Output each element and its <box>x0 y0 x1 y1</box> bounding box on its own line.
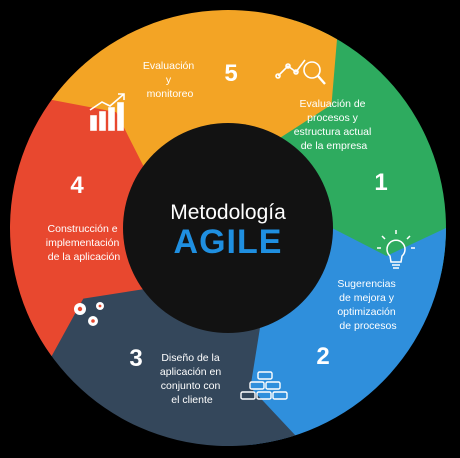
segment-5 <box>51 9 337 167</box>
step-1-number: 1 <box>374 169 387 196</box>
step-3-label: Diseño de la aplicación en conjunto con … <box>160 352 224 406</box>
step-3: Diseño de la aplicación en conjunto con … <box>129 345 288 406</box>
segment-2 <box>216 228 446 445</box>
step-5-label: Evaluación y monitoreo <box>143 60 197 100</box>
step-5: Evaluación y monitoreo 5 <box>89 60 238 131</box>
step-2: Sugerencias de mejora y optimización de … <box>316 230 415 370</box>
growth-chart-icon <box>89 93 125 131</box>
step-5-number: 5 <box>224 60 237 87</box>
segment-3 <box>28 266 296 446</box>
step-2-label: Sugerencias de mejora y optimización de … <box>337 278 398 332</box>
step-4-number: 4 <box>70 172 84 199</box>
step-3-number: 3 <box>129 345 142 372</box>
step-4-label: Construcción e implementación de la apli… <box>46 223 122 263</box>
step-1-label: Evaluación de procesos y estructura actu… <box>294 98 375 152</box>
center-title: Metodología <box>170 201 286 224</box>
step-4: Construcción e implementación de la apli… <box>46 172 122 326</box>
step-1: Evaluación de procesos y estructura actu… <box>275 59 388 196</box>
center-hub <box>123 123 333 333</box>
step-2-number: 2 <box>316 343 329 370</box>
magnifier-chart-icon <box>275 59 326 85</box>
lightbulb-icon <box>377 230 415 269</box>
center-agile-label: AGILE <box>174 223 283 261</box>
segment-4 <box>10 65 159 357</box>
gears-icon <box>74 302 104 326</box>
bricks-icon <box>240 371 288 400</box>
